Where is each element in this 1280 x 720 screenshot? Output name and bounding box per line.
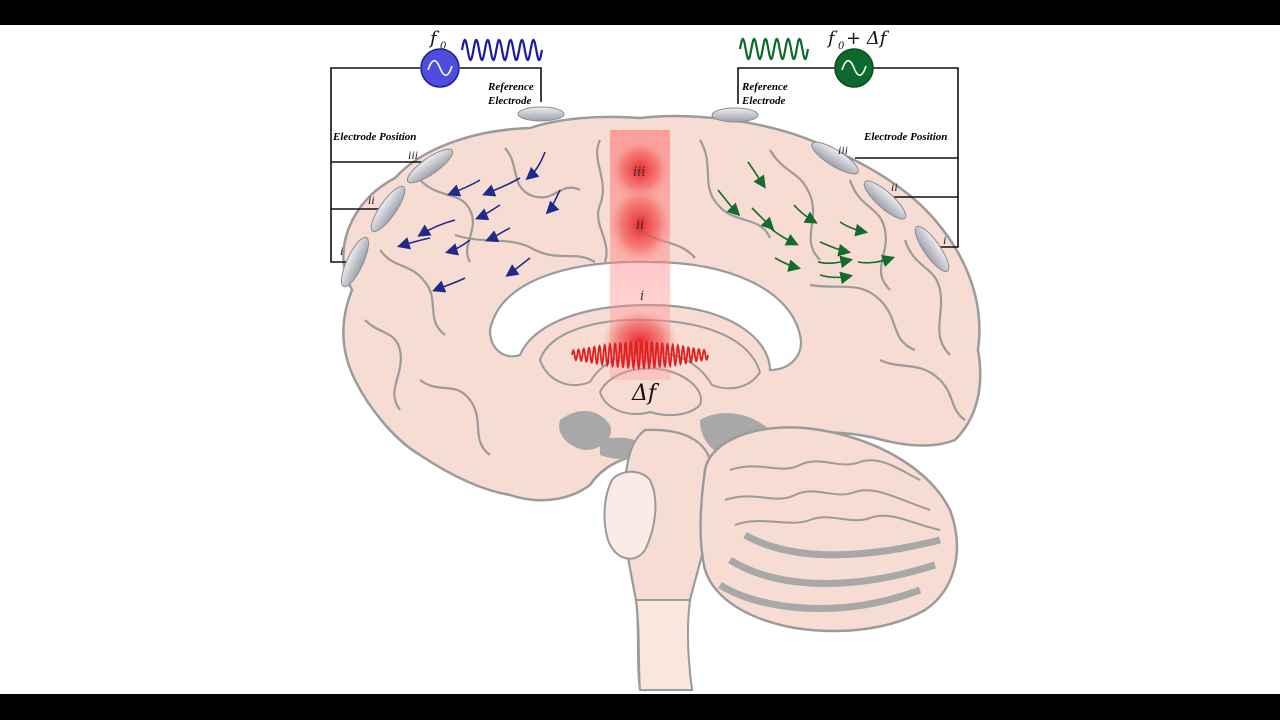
focus-label-ii: ii [636, 218, 644, 233]
right-reference-label-line1: Reference [741, 81, 788, 93]
letterbox-top [0, 0, 1280, 25]
right-electrode-position-label: Electrode Position [863, 131, 947, 143]
right-reference-electrode [711, 107, 759, 123]
cerebellum [699, 426, 959, 633]
left-position-ii: ii [368, 193, 375, 207]
right-source-subscript: 0 [838, 41, 845, 52]
right-circuit-wires [737, 67, 959, 248]
left-reference-label-line2: Electrode [487, 95, 531, 107]
left-carrier-wave [460, 38, 544, 62]
spinal-cord [634, 599, 694, 691]
right-carrier-wave [738, 37, 810, 61]
right-source-label: f [826, 28, 838, 49]
left-electrode-ii [370, 185, 406, 233]
sine-glyph-left [427, 59, 453, 77]
left-current-arrows [396, 151, 561, 293]
beat-waveform [571, 339, 709, 371]
right-position-ii: ii [891, 180, 898, 194]
right-electrode-ii [863, 180, 907, 220]
focus-spot-ii [608, 185, 672, 265]
focus-label-iii: iii [633, 165, 645, 180]
letterbox-bottom [0, 694, 1280, 720]
right-reference-label-line2: Electrode [741, 95, 785, 107]
right-current-arrows [717, 161, 896, 285]
brain-diagram: iii ii i Δf f 0 Reference Electrode Elec… [330, 28, 982, 692]
right-source-suffix: + Δf [846, 28, 890, 49]
left-electrode-iii [406, 148, 454, 184]
left-reference-electrode [517, 106, 565, 122]
left-source-subscript: 0 [440, 41, 447, 52]
left-position-i: i [340, 244, 343, 258]
right-position-i: i [943, 233, 946, 247]
left-electrode-position-label: Electrode Position [332, 131, 416, 143]
focus-spot-iii [610, 140, 670, 200]
left-source-label: f [428, 28, 440, 49]
focus-label-i: i [640, 289, 644, 304]
right-electrode-i [914, 225, 950, 273]
pons [603, 470, 657, 560]
right-position-iii: iii [838, 143, 848, 157]
right-electrode-iii [811, 141, 859, 175]
sine-glyph-right [841, 59, 867, 77]
beat-label: Δf [631, 381, 660, 406]
left-position-iii: iii [408, 148, 418, 162]
left-reference-label-line1: Reference [487, 81, 534, 93]
left-electrode-i [340, 236, 370, 288]
diagram-canvas: iii ii i Δf f 0 Reference Electrode Elec… [0, 25, 1280, 694]
